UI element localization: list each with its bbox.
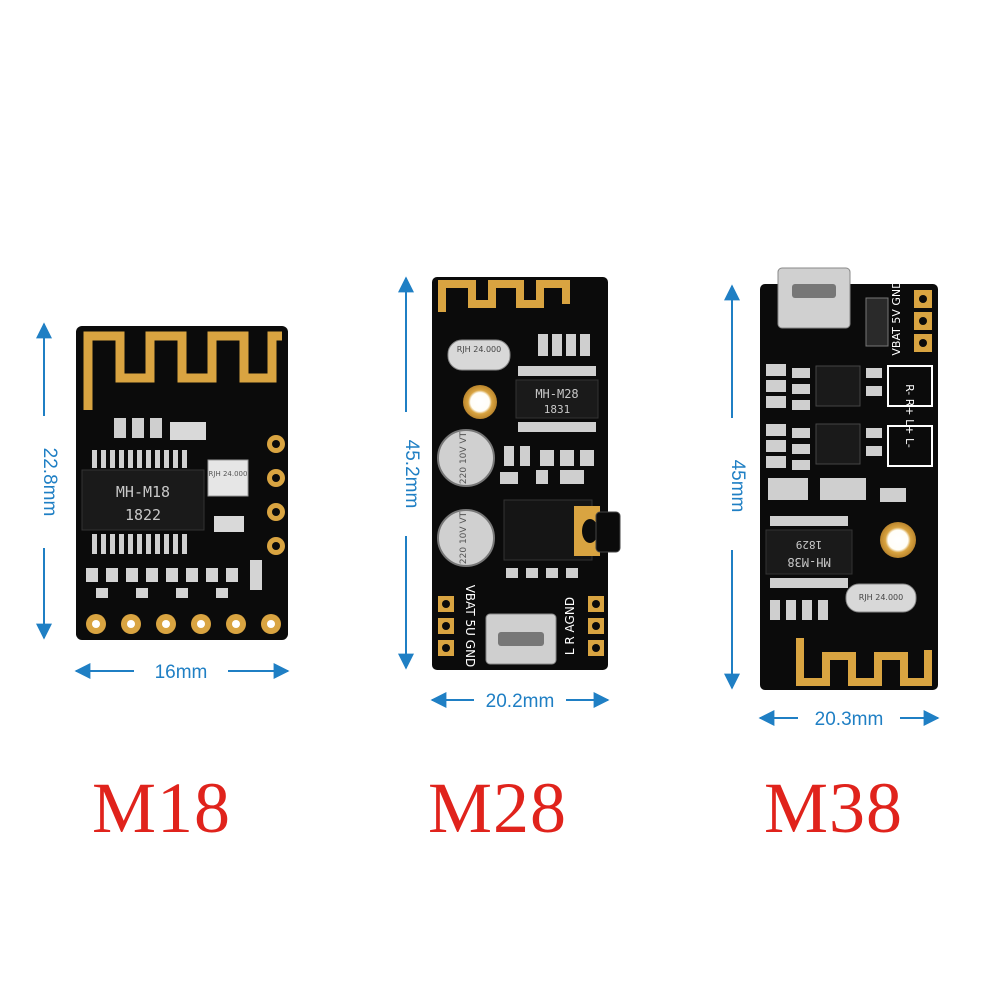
mounting-hole <box>463 385 497 419</box>
m38-height-label: 45mm <box>727 460 748 513</box>
antenna-trace <box>438 280 570 312</box>
m38-height-dimension: 45mm <box>724 284 748 690</box>
m28-width-dimension: 20.2mm <box>430 691 610 712</box>
m38-width-dimension: 20.3mm <box>758 709 940 730</box>
m38-board: VBAT 5V GND R- R+ L+ L- MH-M38 1829 <box>760 267 938 690</box>
m28-board: RJH 24.000 MH-M28 1831 220 10V VT 220 10… <box>432 277 621 670</box>
m28-usb-port <box>485 613 557 665</box>
m38-crystal-text: RJH 24.000 <box>859 593 903 602</box>
m28-capacitor-2-text: 220 10V VT <box>459 511 469 564</box>
m38-amp-chip-2 <box>815 423 861 465</box>
m28-width-label: 20.2mm <box>486 691 555 712</box>
m28-chip: MH-M28 1831 <box>515 366 599 432</box>
m28-crystal: RJH 24.000 <box>447 339 511 371</box>
m28-left-pin-labels: VBAT 5U GND <box>463 585 477 668</box>
model-label-m18: M18 <box>92 768 232 848</box>
m18-chip: MH-M18 1822 <box>81 469 205 531</box>
m38-crystal: RJH 24.000 <box>845 583 917 613</box>
m18-chip-text: MH-M18 <box>116 483 170 501</box>
m38-date-code: 1829 <box>796 538 823 551</box>
m18-width-dimension: 16mm <box>74 662 290 683</box>
m38-channel-labels: R- R+ L+ L- <box>903 384 916 448</box>
antenna-trace <box>83 331 282 410</box>
m18-height-dimension: 22.8mm <box>36 322 60 640</box>
m38-chip-text: MH-M38 <box>787 555 830 569</box>
m18-date-code: 1822 <box>125 506 161 524</box>
m28-capacitor-2: 220 10V VT <box>437 509 495 567</box>
model-label-m38: M38 <box>764 768 904 848</box>
m38-chip: MH-M38 1829 <box>765 516 853 588</box>
m38-width-label: 20.3mm <box>815 709 884 730</box>
m28-height-dimension: 45.2mm <box>398 276 422 670</box>
m28-crystal-text: RJH 24.000 <box>457 345 501 354</box>
m18-crystal: RJH 24.000 <box>207 459 249 497</box>
m28-capacitor-1: 220 10V VT <box>437 429 495 487</box>
m28-audio-jack <box>503 499 621 561</box>
m38-usb-port <box>777 267 851 329</box>
antenna-trace <box>796 638 932 686</box>
m38-amp-chip-1 <box>815 365 861 407</box>
m38-top-pin-labels: VBAT 5V GND <box>890 280 903 355</box>
m18-height-label: 22.8mm <box>39 448 60 517</box>
m18-crystal-text: RJH 24.000 <box>209 470 248 478</box>
m28-chip-text: MH-M28 <box>535 387 578 401</box>
m18-width-label: 16mm <box>155 662 208 683</box>
m18-board: MH-M18 1822 RJH 24.000 <box>76 326 288 640</box>
model-label-m28: M28 <box>428 768 568 848</box>
m28-right-pin-labels: L R AGND <box>563 597 577 655</box>
m28-height-label: 45.2mm <box>401 440 422 509</box>
m28-capacitor-1-text: 220 10V VT <box>459 431 469 484</box>
mounting-hole <box>880 522 916 558</box>
m28-date-code: 1831 <box>544 403 571 416</box>
